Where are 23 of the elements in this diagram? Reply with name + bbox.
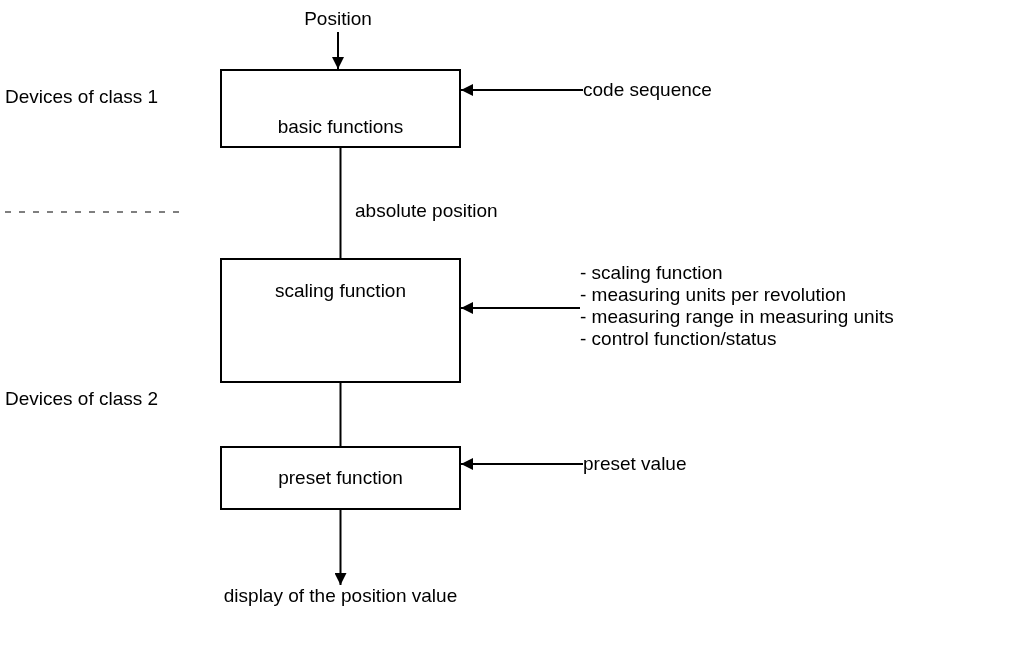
- connector-line: [339, 382, 342, 447]
- process-box: [220, 69, 461, 148]
- box-label: basic functions: [277, 116, 404, 138]
- process-box: [220, 446, 461, 510]
- arrow: [460, 458, 584, 470]
- list-item: - measuring range in measuring units: [580, 306, 895, 328]
- list-item: - scaling function: [580, 262, 724, 284]
- arrow: [334, 509, 347, 586]
- arrow: [460, 302, 581, 314]
- group-label: Devices of class 1: [5, 86, 160, 108]
- flow-label: display of the position value: [223, 585, 458, 607]
- process-box: [220, 258, 461, 383]
- box-label: scaling function: [275, 280, 406, 302]
- list-item: - control function/status: [580, 328, 778, 350]
- group-label: Devices of class 2: [5, 388, 160, 410]
- box-label: preset function: [278, 467, 403, 489]
- connector-line: [339, 147, 342, 259]
- arrow: [332, 31, 344, 70]
- flow-label: code sequence: [583, 79, 712, 101]
- flow-label: Position: [304, 8, 372, 30]
- arrow: [460, 84, 584, 96]
- list-item: - measuring units per revolution: [580, 284, 848, 306]
- flow-label: preset value: [583, 453, 687, 475]
